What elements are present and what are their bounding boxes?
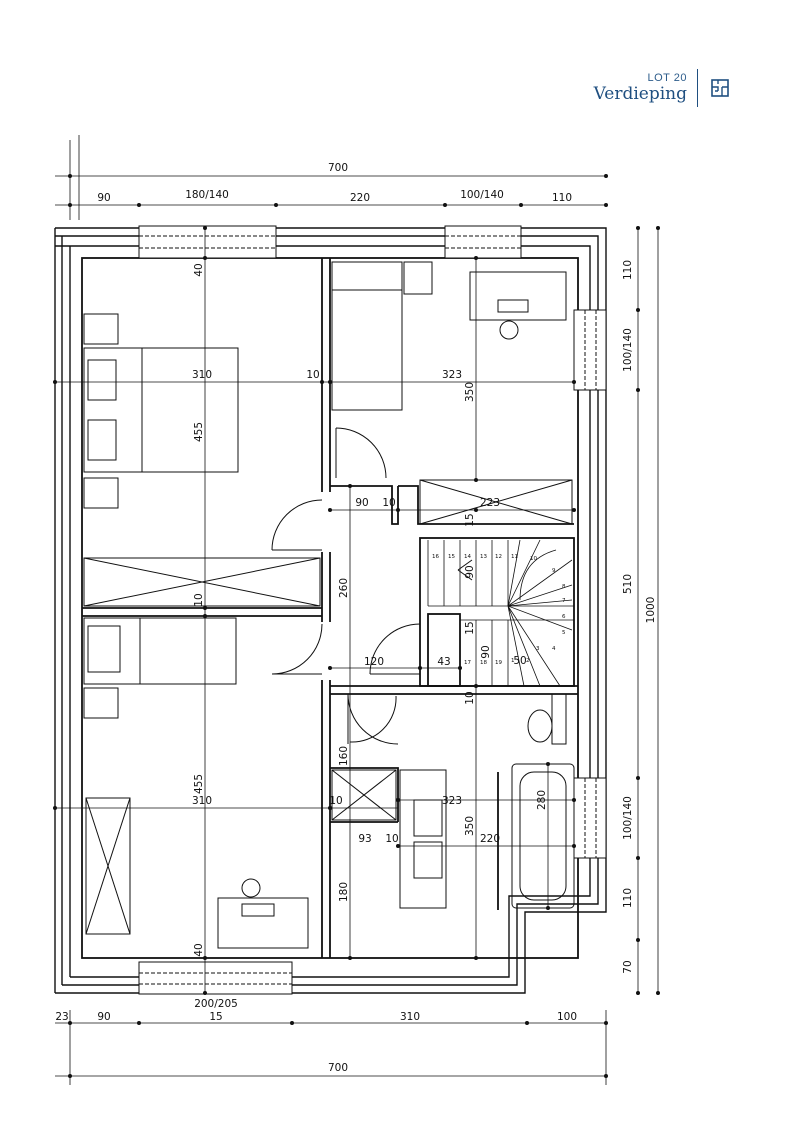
stair-step-6: 6 bbox=[562, 614, 566, 620]
dim-bottom-seg-6: 100 bbox=[557, 1011, 577, 1023]
page-header: LOT 20 Verdieping bbox=[594, 66, 730, 110]
dim-right-6: 70 bbox=[622, 960, 634, 973]
stair-step-10: 10 bbox=[530, 556, 537, 562]
dim-right-5: 110 bbox=[622, 888, 634, 908]
dim-top-seg-3: 220 bbox=[350, 192, 370, 204]
stair-step-8: 8 bbox=[562, 584, 566, 590]
dim-right-total: 1000 bbox=[645, 597, 657, 624]
label-10-bedroom-split: 10 bbox=[193, 593, 205, 606]
label-50-stair: 50 bbox=[513, 655, 526, 667]
stair-step-3: 3 bbox=[536, 646, 540, 652]
windows bbox=[138, 225, 607, 995]
label-15-corridor: 15 bbox=[464, 513, 476, 526]
label-90-stair-top: 90 bbox=[464, 565, 476, 578]
stair-numbers: 16 15 14 13 12 11 10 9 8 7 6 5 4 3 2 1 1… bbox=[432, 554, 566, 666]
dim-right-1: 110 bbox=[622, 260, 634, 280]
stair-step-19: 19 bbox=[495, 660, 502, 666]
furniture-desks bbox=[217, 271, 567, 949]
stair-step-13: 13 bbox=[480, 554, 487, 560]
floor-plan-icon bbox=[711, 79, 729, 97]
stair-step-1: 1 bbox=[511, 658, 515, 664]
label-90-door: 90 bbox=[355, 497, 368, 509]
dim-bottom-seg-5: 310 bbox=[400, 1011, 420, 1023]
label-93: 93 bbox=[358, 833, 371, 845]
stair-step-15: 15 bbox=[448, 554, 455, 560]
label-10-wall: 10 bbox=[306, 369, 319, 381]
label-40-top: 40 bbox=[193, 263, 205, 276]
label-455-bedroom1: 455 bbox=[193, 422, 205, 442]
floor-level-title: Verdieping bbox=[593, 84, 687, 104]
interior-measure-lines bbox=[55, 228, 574, 993]
wardrobes bbox=[83, 479, 573, 935]
stair-step-18: 18 bbox=[480, 660, 487, 666]
label-10-sink: 10 bbox=[385, 833, 398, 845]
dim-right-3: 510 bbox=[622, 574, 634, 594]
stair-step-11: 11 bbox=[511, 554, 518, 560]
dim-top-seg-2: 180/140 bbox=[185, 189, 229, 201]
dim-bottom-seg-3: 200/205 bbox=[194, 998, 238, 1010]
stairs bbox=[427, 539, 574, 687]
stair-step-16: 16 bbox=[432, 554, 439, 560]
dim-bottom-seg-4: 15 bbox=[209, 1011, 222, 1023]
dim-top-total: 700 bbox=[328, 162, 348, 174]
dim-right-4: 100/140 bbox=[622, 796, 634, 840]
stair-step-12: 12 bbox=[495, 554, 502, 560]
stair-step-14: 14 bbox=[464, 554, 471, 560]
label-10-bath-wall: 10 bbox=[464, 691, 476, 704]
dim-bottom-total: 700 bbox=[328, 1062, 348, 1074]
label-220-bath: 220 bbox=[480, 833, 500, 845]
label-455-bedroom3: 455 bbox=[193, 774, 205, 794]
label-323-bedroom2: 323 bbox=[442, 369, 462, 381]
label-43-stair: 43 bbox=[437, 656, 450, 668]
label-90-stair-bottom: 90 bbox=[480, 645, 492, 658]
label-350-bath: 350 bbox=[464, 816, 476, 836]
label-323-bath: 323 bbox=[442, 795, 462, 807]
label-280-bath: 280 bbox=[536, 790, 548, 810]
furniture-beds bbox=[83, 261, 433, 719]
label-120-hall: 120 bbox=[364, 656, 384, 668]
stair-step-7: 7 bbox=[562, 598, 566, 604]
label-260-hall: 260 bbox=[338, 578, 350, 598]
label-15-stair: 15 bbox=[464, 621, 476, 634]
stair-step-2: 2 bbox=[526, 658, 530, 664]
label-10-corridor: 10 bbox=[382, 497, 395, 509]
label-160-bath: 160 bbox=[338, 746, 350, 766]
doors bbox=[271, 427, 421, 745]
dim-bottom-seg-1: 23 bbox=[55, 1011, 68, 1023]
lot-number: LOT 20 bbox=[647, 72, 687, 84]
stair-step-5: 5 bbox=[562, 630, 566, 636]
dim-top-seg-1: 90 bbox=[97, 192, 110, 204]
label-10-bath-left: 10 bbox=[329, 795, 342, 807]
dimension-ticks bbox=[68, 174, 660, 1078]
interior-walls bbox=[82, 258, 578, 958]
stair-step-9: 9 bbox=[552, 568, 556, 574]
label-223: 223 bbox=[480, 497, 500, 509]
header-divider bbox=[697, 69, 698, 107]
stair-step-17: 17 bbox=[464, 660, 471, 666]
dim-top-seg-4: 100/140 bbox=[460, 189, 504, 201]
label-180-closet: 180 bbox=[338, 882, 350, 902]
stair-step-4: 4 bbox=[552, 646, 556, 652]
dim-right-2: 100/140 bbox=[622, 328, 634, 372]
dim-bottom-seg-2: 90 bbox=[97, 1011, 110, 1023]
dimension-lines bbox=[55, 135, 659, 1085]
interior-labels: 40 310 10 323 455 350 90 10 223 15 10 26… bbox=[192, 263, 548, 956]
dim-top-seg-5: 110 bbox=[552, 192, 572, 204]
label-40-bottom: 40 bbox=[193, 943, 205, 956]
label-310-bedroom3: 310 bbox=[192, 795, 212, 807]
interior-measure-ticks bbox=[53, 226, 576, 995]
label-310-bedroom1: 310 bbox=[192, 369, 212, 381]
label-350-bedroom2: 350 bbox=[464, 382, 476, 402]
